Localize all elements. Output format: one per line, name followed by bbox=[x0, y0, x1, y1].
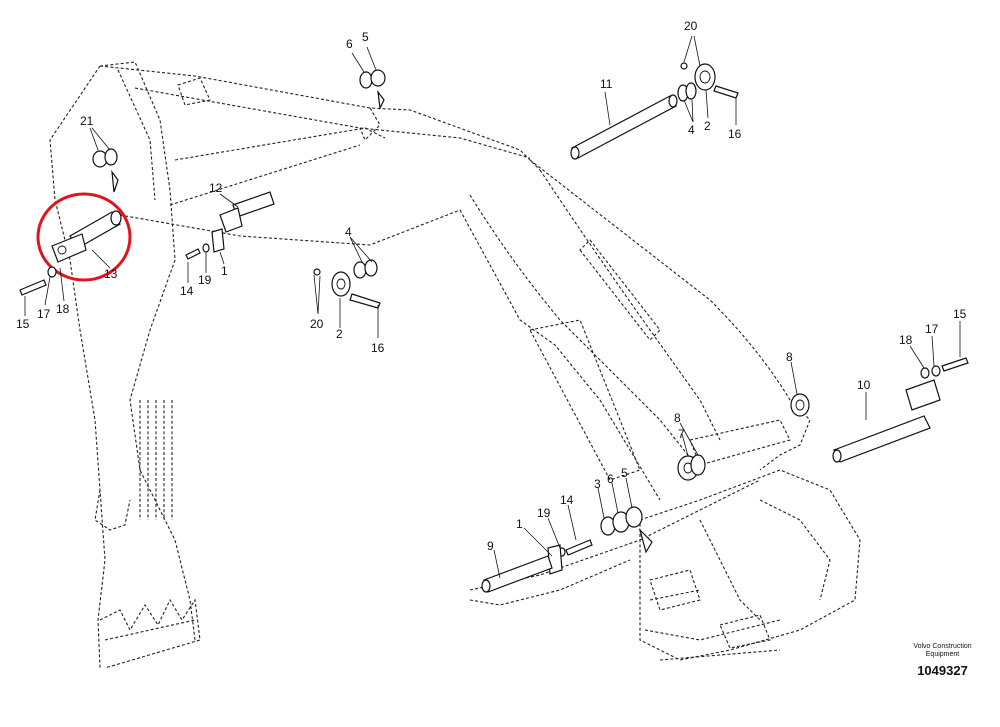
brand-block: Volvo Construction Equipment 1049327 bbox=[895, 643, 990, 678]
callout-14-left[interactable]: 14 bbox=[180, 284, 194, 298]
bucket-cylinder-hatch bbox=[139, 400, 173, 520]
callout-2-middle[interactable]: 2 bbox=[336, 327, 343, 341]
callout-18-left[interactable]: 18 bbox=[56, 302, 70, 316]
callout-16-middle[interactable]: 16 bbox=[371, 341, 385, 355]
callout-16-top[interactable]: 16 bbox=[728, 127, 742, 141]
callout-13[interactable]: 13 bbox=[104, 267, 118, 281]
callout-9[interactable]: 9 bbox=[487, 539, 494, 553]
callout-8-lower[interactable]: 8 bbox=[674, 411, 681, 425]
washers-spacer-top bbox=[677, 62, 739, 102]
callout-14-lower[interactable]: 14 bbox=[560, 493, 574, 507]
drawing-number: 1049327 bbox=[917, 663, 968, 678]
bolt-washers-left bbox=[19, 266, 57, 296]
pin-11 bbox=[570, 94, 678, 160]
washers-21 bbox=[92, 148, 119, 193]
callout-12[interactable]: 12 bbox=[209, 181, 223, 195]
pin-10 bbox=[832, 379, 941, 463]
callout-4-middle[interactable]: 4 bbox=[345, 225, 352, 239]
callout-1-lower[interactable]: 1 bbox=[516, 517, 523, 531]
leader-lines bbox=[24, 35, 961, 579]
washers-7-8 bbox=[677, 454, 706, 481]
callout-21[interactable]: 21 bbox=[80, 114, 94, 128]
callout-3[interactable]: 3 bbox=[594, 477, 601, 491]
callout-5-top[interactable]: 5 bbox=[362, 30, 369, 44]
callout-20-top[interactable]: 20 bbox=[684, 19, 698, 33]
washers-3-6-5 bbox=[600, 506, 653, 554]
callout-labels: 20 11 4 2 16 6 5 21 12 13 15 17 18 14 19… bbox=[16, 19, 967, 553]
brand-line-1: Volvo Construction bbox=[913, 643, 972, 650]
bolt-plate-left bbox=[185, 228, 225, 260]
callout-5-lower[interactable]: 5 bbox=[621, 466, 628, 480]
washer-8-upper bbox=[790, 393, 810, 417]
callout-4-top[interactable]: 4 bbox=[688, 123, 695, 137]
callout-17-right[interactable]: 17 bbox=[925, 322, 939, 336]
boom-and-arm-outline bbox=[49, 61, 861, 669]
spacer-washers-middle bbox=[313, 259, 381, 309]
callout-6-top[interactable]: 6 bbox=[346, 37, 353, 51]
callout-20-middle[interactable]: 20 bbox=[310, 317, 324, 331]
callout-19-left[interactable]: 19 bbox=[198, 273, 212, 287]
bolt-plate-lower bbox=[547, 539, 593, 575]
pin-9 bbox=[481, 555, 553, 593]
callout-6-lower[interactable]: 6 bbox=[607, 472, 614, 486]
callout-7[interactable]: 7 bbox=[678, 427, 685, 441]
callout-1-left[interactable]: 1 bbox=[221, 264, 228, 278]
pin-12 bbox=[219, 191, 275, 233]
brand-line-2: Equipment bbox=[925, 651, 960, 658]
highlight-circle[interactable] bbox=[36, 192, 132, 282]
callout-17-left[interactable]: 17 bbox=[37, 307, 51, 321]
callout-11[interactable]: 11 bbox=[600, 77, 613, 91]
pin-13 bbox=[51, 210, 122, 263]
callout-15-left[interactable]: 15 bbox=[16, 317, 30, 331]
callout-8-upper[interactable]: 8 bbox=[786, 350, 793, 364]
callout-10[interactable]: 10 bbox=[857, 378, 871, 392]
callout-2-top[interactable]: 2 bbox=[704, 119, 711, 133]
bolt-washers-right bbox=[920, 357, 969, 379]
callout-19-lower[interactable]: 19 bbox=[537, 506, 551, 520]
washers-top-center bbox=[359, 69, 386, 111]
callout-18-right[interactable]: 18 bbox=[899, 333, 913, 347]
callout-15-right[interactable]: 15 bbox=[953, 307, 967, 321]
